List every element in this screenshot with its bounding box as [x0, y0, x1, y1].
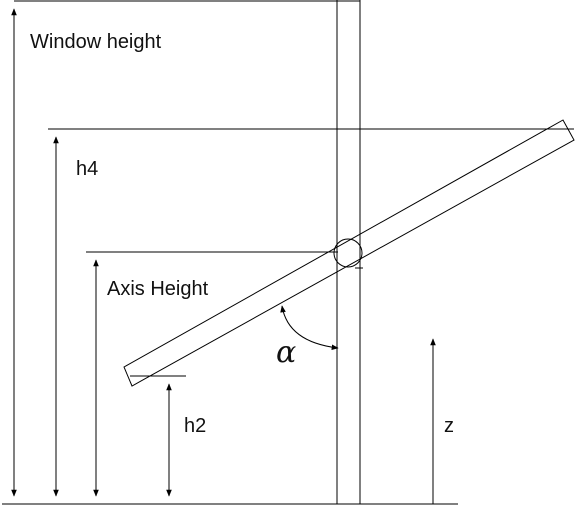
z-label: z	[444, 415, 454, 437]
pivot-joint	[333, 238, 363, 268]
window-height-label: Window height	[30, 31, 162, 53]
tilted-slat	[123, 119, 575, 387]
axis-height-label: Axis Height	[107, 278, 209, 300]
h4-label: h4	[76, 158, 98, 180]
h2-label: h2	[184, 415, 206, 437]
alpha-angle-arc	[280, 305, 339, 351]
alpha-label: α	[276, 335, 296, 370]
